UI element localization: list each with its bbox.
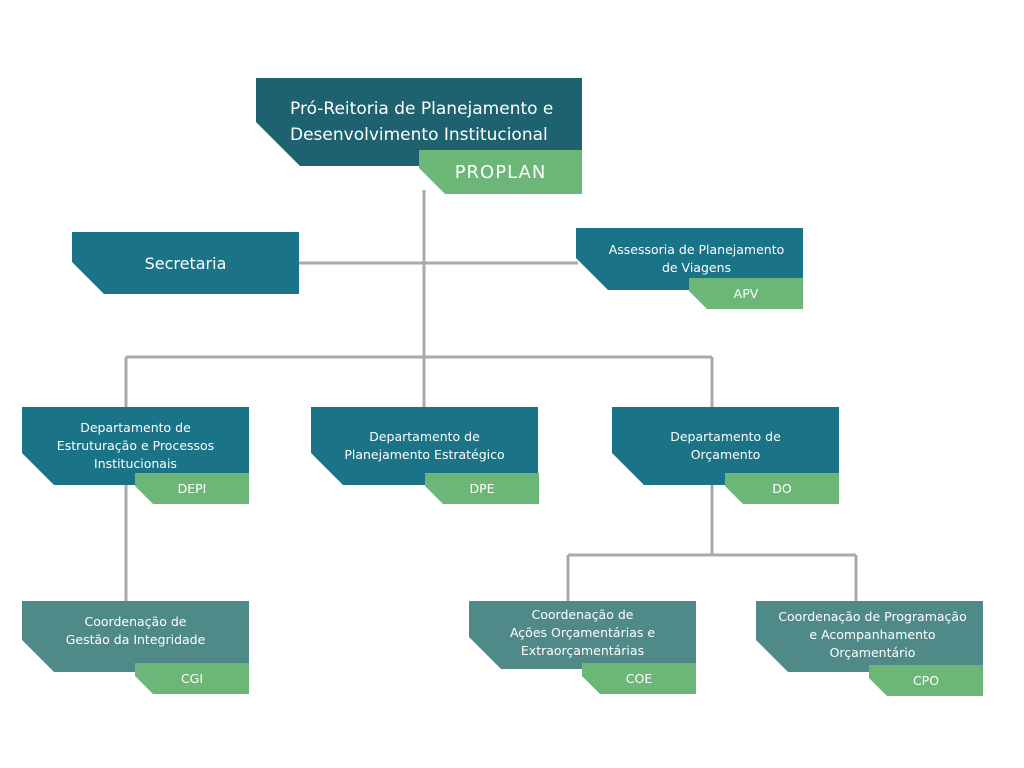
cpo-label-line3: Orçamentário [829,644,916,660]
apv-node: Assessoria de Planejamento de Viagens AP… [576,228,803,309]
depi-box: Departamento de Estruturação e Processos… [22,407,249,485]
cpo-box: Coordenação de Programação e Acompanhame… [756,601,983,672]
do-label-line2: Orçamento [690,447,761,462]
proplan-title-line2: Desenvolvimento Institucional [290,125,548,145]
do-node: Departamento de Orçamento DO [612,407,839,504]
depi-acronym-tag: DEPI [135,473,249,504]
secretaria-label: Secretaria [144,253,227,273]
depi-label-line3: Institucionais [94,456,177,471]
coe-box: Coordenação de Ações Orçamentárias e Ext… [469,601,696,669]
cpo-node: Coordenação de Programação e Acompanhame… [756,601,983,696]
proplan-title-line1: Pró-Reitoria de Planejamento e [290,99,554,119]
dpe-acronym-tag: DPE [425,473,539,504]
coe-label-line3: Extraorçamentárias [520,643,645,658]
apv-label-line2: de Viagens [661,260,732,275]
do-acronym-tag: DO [725,473,839,504]
cpo-label-line1: Coordenação de Programação [778,608,967,624]
cgi-acronym-tag: CGI [135,663,249,694]
depi-label-line2: Estruturação e Processos [56,438,215,453]
secretaria-node: Secretaria [72,232,299,294]
cgi-label-line2: Gestão da Integridade [65,631,206,647]
secretaria-box: Secretaria [72,232,299,294]
apv-label-line1: Assessoria de Planejamento [608,242,785,257]
coe-label-line1: Coordenação de [531,607,634,622]
depi-label-line1: Departamento de [80,420,191,435]
dpe-label-line1: Departamento de [369,429,480,444]
cpo-acronym-tag: CPO [869,665,983,696]
dpe-box: Departamento de Planejamento Estratégico [311,407,538,485]
cgi-box: Coordenação de Gestão da Integridade [22,601,249,672]
coe-node: Coordenação de Ações Orçamentárias e Ext… [469,601,696,694]
proplan-node: Pró-Reitoria de Planejamento e Desenvolv… [256,78,582,194]
cgi-label-line1: Coordenação de [84,613,187,629]
do-label-line1: Departamento de [670,429,781,444]
depi-node: Departamento de Estruturação e Processos… [22,407,249,504]
cgi-node: Coordenação de Gestão da Integridade CGI [22,601,249,694]
coe-label-line2: Ações Orçamentárias e [509,625,656,640]
dpe-label-line2: Planejamento Estratégico [344,447,505,462]
do-box: Departamento de Orçamento [612,407,839,485]
dpe-node: Departamento de Planejamento Estratégico… [311,407,539,504]
coe-acronym-tag: COE [582,663,696,694]
proplan-acronym-tag: PROPLAN [419,150,582,194]
cpo-label-line2: e Acompanhamento [809,626,936,642]
apv-acronym-tag: APV [689,278,803,309]
